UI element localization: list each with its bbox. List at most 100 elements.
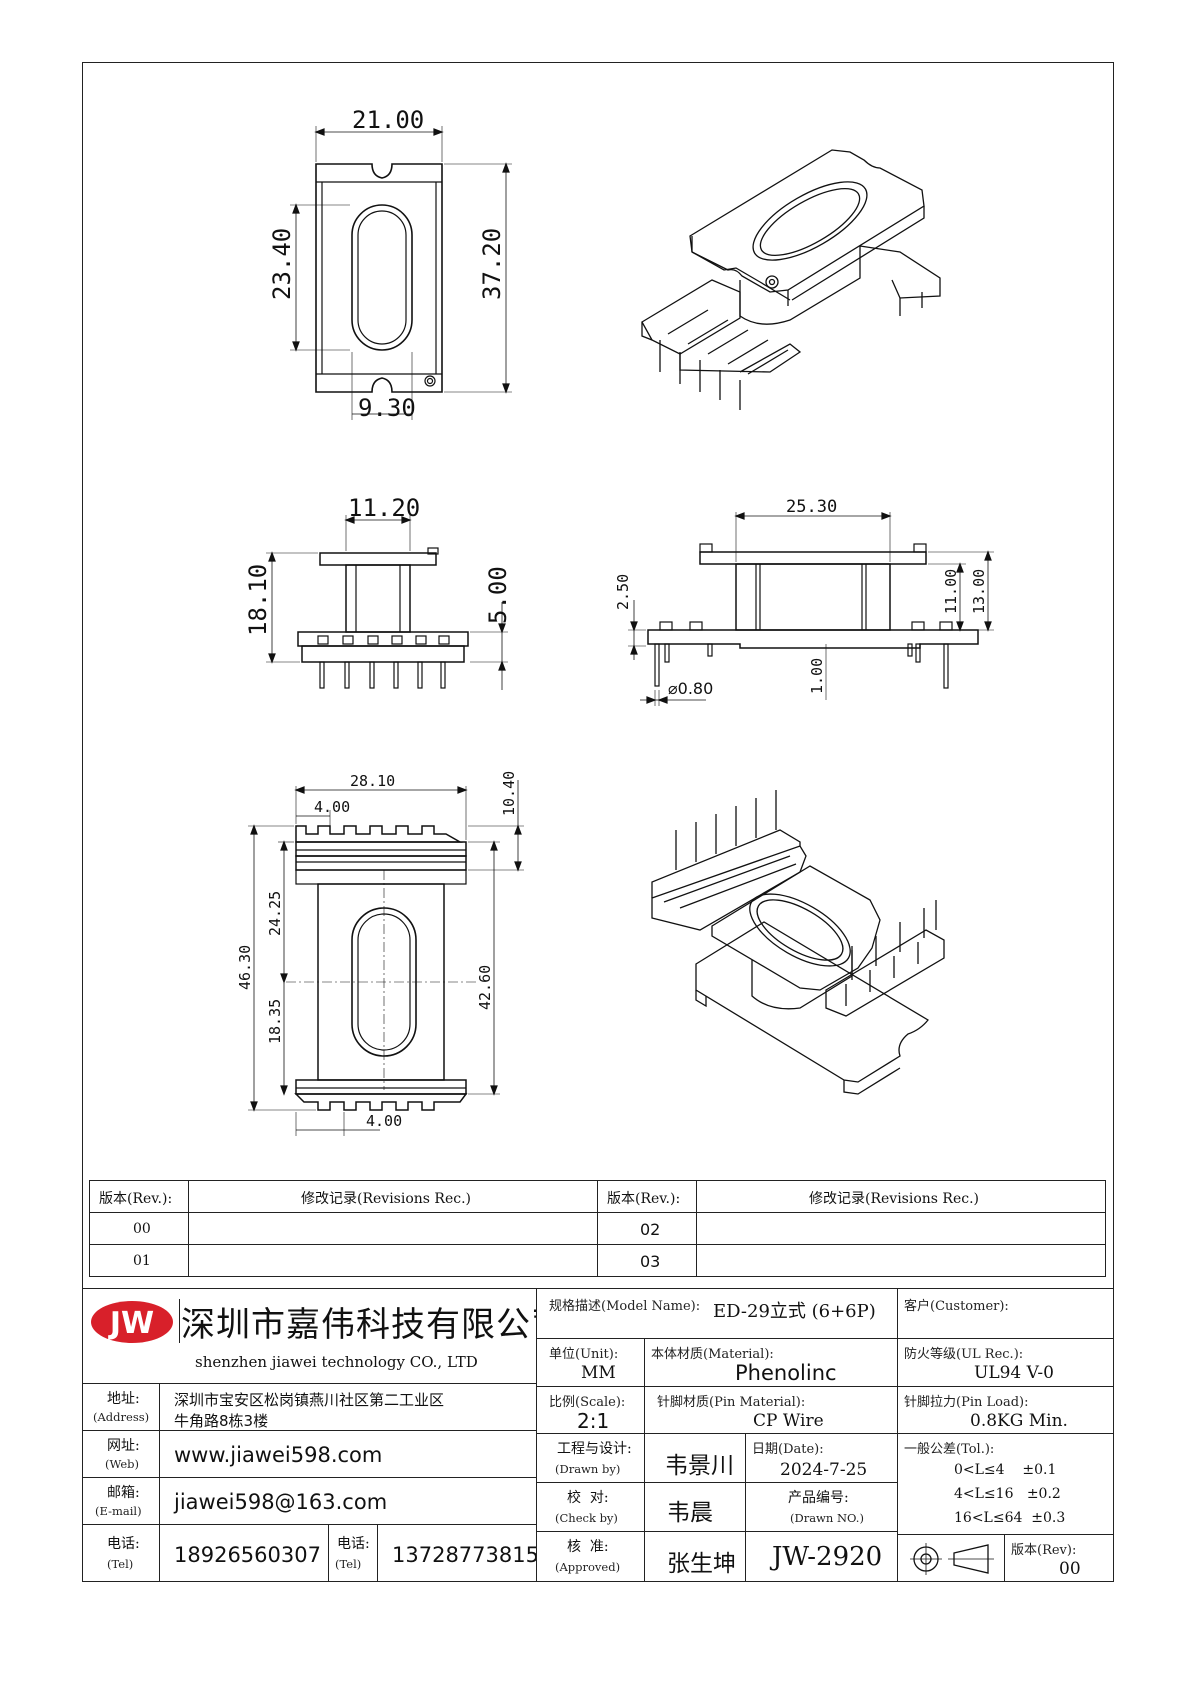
dim-top-width: 21.00 <box>352 106 424 134</box>
dim-right-pin-dia: ⌀0.80 <box>668 679 713 698</box>
date-cell: 日期(Date): 2024-7-25 <box>745 1433 898 1483</box>
logo-divider <box>179 1299 180 1343</box>
isometric-view-bottom <box>651 790 945 1095</box>
svg-text:JW: JW <box>108 1306 154 1341</box>
rev-row-00: 00 <box>89 1212 189 1245</box>
rec-row-02 <box>696 1212 1106 1245</box>
bottom-view <box>248 780 524 1136</box>
approved-cell: 张生坤 <box>644 1531 746 1582</box>
dim-top-inner-height: 23.40 <box>268 228 296 300</box>
web-cell: www.jiawei598.com <box>159 1430 537 1478</box>
company-name-cn: 深圳市嘉伟科技有限公司 <box>181 1305 537 1345</box>
scale-value: 2:1 <box>577 1409 610 1433</box>
side-view-left <box>266 515 508 690</box>
tol-line-1: 0<L≤4 ±0.1 <box>954 1462 1057 1478</box>
date-value: 2024-7-25 <box>780 1460 868 1480</box>
tel2-cell: 13728773815 <box>377 1524 537 1582</box>
drawn-cell: 韦景川 <box>644 1433 746 1483</box>
customer-cell: 客户(Customer): <box>897 1288 1114 1339</box>
mail-link: jiawei598@163.com <box>174 1490 388 1514</box>
company-header: JW 深圳市嘉伟科技有限公司 shenzhen jiawei technolog… <box>82 1288 537 1384</box>
rec-row-01 <box>188 1244 598 1277</box>
ul-cell: 防火等级(UL Rec.): UL94 V-0 <box>897 1338 1114 1387</box>
drawn-by: 韦景川 <box>665 1453 734 1479</box>
drawing-number: JW-2920 <box>772 1542 883 1572</box>
company-name-en: shenzhen jiawei technology CO., LTD <box>195 1353 478 1371</box>
dim-side-height: 18.10 <box>244 564 272 636</box>
address-label-cell: 地址: (Address) <box>82 1383 160 1431</box>
rec-header-left: 修改记录(Revisions Rec.) <box>188 1180 598 1213</box>
drawno-label-cell: 产品编号: (Drawn NO.) <box>745 1482 898 1532</box>
drawno-cell: JW-2920 <box>745 1531 898 1582</box>
rev-cell: 版本(Rev): 00 <box>1004 1534 1114 1582</box>
rev-header-left: 版本(Rev.): <box>89 1180 189 1213</box>
dim-side-pin: 5.00 <box>484 566 512 624</box>
tolerance-cell: 一般公差(Tol.): 0<L≤4 ±0.1 4<L≤16 ±0.2 16<L≤… <box>897 1433 1114 1535</box>
dim-bottom-pitch-2: 4.00 <box>366 1112 402 1130</box>
checked-by: 韦晨 <box>667 1500 713 1526</box>
tol-line-2: 4<L≤16 ±0.2 <box>954 1486 1061 1502</box>
tel2-label-cell: 电话: (Tel) <box>328 1524 378 1582</box>
dim-right-h1: 11.00 <box>942 569 960 614</box>
rev-row-01: 01 <box>89 1244 189 1277</box>
dim-right-step: 1.00 <box>808 658 826 694</box>
dim-top-slot: 9.30 <box>358 394 416 422</box>
unit-cell: 单位(Unit): MM <box>536 1338 645 1387</box>
rev-header-right: 版本(Rev.): <box>597 1180 697 1213</box>
jw-logo: JW <box>91 1301 173 1343</box>
third-angle-projection-icon <box>910 1543 994 1575</box>
check-label-cell: 校 对: (Check by) <box>536 1482 645 1532</box>
top-view <box>290 126 512 420</box>
pin-load-cell: 针脚拉力(Pin Load): 0.8KG Min. <box>897 1386 1114 1434</box>
dim-bottom-inner: 42.60 <box>476 965 494 1010</box>
dim-bottom-top: 10.40 <box>500 771 518 816</box>
side-view-right <box>628 512 994 706</box>
dim-right-width: 25.30 <box>786 497 837 517</box>
mail-label-cell: 邮箱: (E-mail) <box>82 1477 160 1525</box>
rev-row-02: 02 <box>597 1212 697 1245</box>
material-cell: 本体材质(Material): Phenolinc <box>644 1338 898 1387</box>
model-cell: 规格描述(Model Name): ED-29立式 (6+6P) <box>536 1288 898 1339</box>
approved-label-cell: 核 准: (Approved) <box>536 1531 645 1582</box>
web-link: www.jiawei598.com <box>174 1443 383 1467</box>
side-pins-left <box>317 635 450 689</box>
rec-row-00 <box>188 1212 598 1245</box>
dim-bottom-lower: 18.35 <box>266 999 284 1044</box>
scale-cell: 比例(Scale): 2:1 <box>536 1386 645 1434</box>
dim-bottom-total: 46.30 <box>236 945 254 990</box>
address-cell: 深圳市宝安区松岗镇燕川社区第二工业区 牛角路8栋3楼 <box>159 1383 537 1431</box>
tel1: 18926560307 <box>174 1543 321 1567</box>
pin-load-value: 0.8KG Min. <box>970 1411 1068 1431</box>
dim-right-h2: 13.00 <box>970 569 988 614</box>
material-value: Phenolinc <box>735 1361 837 1385</box>
address-line-2: 牛角路8栋3楼 <box>174 1412 269 1430</box>
dim-bottom-upper: 24.25 <box>266 891 284 936</box>
isometric-view-top <box>641 149 941 410</box>
projection-cell <box>897 1534 1005 1582</box>
rev-value: 00 <box>1059 1559 1081 1579</box>
rec-header-right: 修改记录(Revisions Rec.) <box>696 1180 1106 1213</box>
drawn-label-cell: 工程与设计: (Drawn by) <box>536 1433 645 1483</box>
dim-bottom-width: 28.10 <box>350 772 395 790</box>
pin-material-value: CP Wire <box>753 1411 824 1431</box>
web-label-cell: 网址: (Web) <box>82 1430 160 1478</box>
dim-top-height: 37.20 <box>478 228 506 300</box>
model-name: ED-29立式 (6+6P) <box>713 1301 876 1322</box>
pin-material-cell: 针脚材质(Pin Material): CP Wire <box>644 1386 898 1434</box>
rev-row-03: 03 <box>597 1244 697 1277</box>
ul-value: UL94 V-0 <box>974 1363 1054 1383</box>
dim-bottom-pitch: 4.00 <box>314 798 350 816</box>
approved-by: 张生坤 <box>667 1551 736 1577</box>
check-cell: 韦晨 <box>644 1482 746 1532</box>
tel-label-cell: 电话: (Tel) <box>82 1524 160 1582</box>
tel1-cell: 18926560307 <box>159 1524 329 1582</box>
rec-row-03 <box>696 1244 1106 1277</box>
unit-value: MM <box>581 1363 616 1383</box>
dim-right-base: 2.50 <box>614 574 632 610</box>
dim-side-width: 11.20 <box>348 494 420 522</box>
tol-line-3: 16<L≤64 ±0.3 <box>954 1510 1066 1526</box>
mail-cell: jiawei598@163.com <box>159 1477 537 1525</box>
tel2: 13728773815 <box>392 1543 537 1567</box>
address-line-1: 深圳市宝安区松岗镇燕川社区第二工业区 <box>174 1391 445 1409</box>
